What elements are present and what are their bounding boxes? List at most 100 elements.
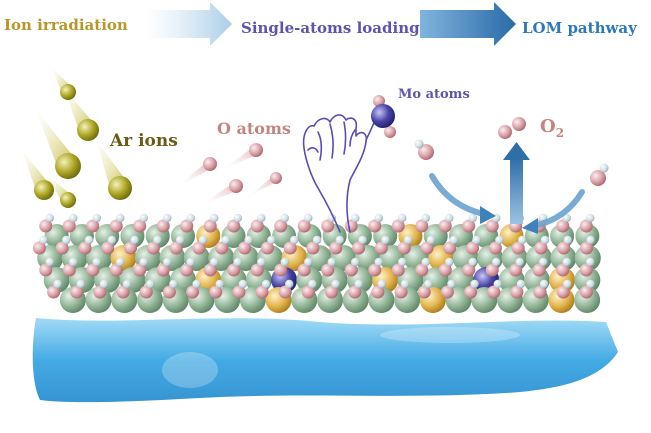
lattice-o-atom — [438, 219, 452, 233]
h-atom — [163, 257, 172, 267]
h-atom — [92, 213, 101, 223]
h-atom — [421, 213, 430, 223]
lattice-o-atom — [321, 263, 335, 277]
lattice-o-atom — [227, 263, 241, 277]
lattice-o-atom — [348, 285, 362, 299]
lattice-o-atom — [124, 241, 138, 255]
h-atom — [92, 257, 101, 267]
h-atom — [492, 257, 501, 267]
lattice-o-atom — [352, 241, 366, 255]
lattice-o-atom — [203, 263, 217, 277]
lattice-o-atom — [250, 219, 264, 233]
h-atom — [351, 213, 360, 223]
lattice-o-atom — [579, 285, 593, 299]
lattice-o-atom — [417, 285, 431, 299]
lattice-o-atom — [86, 263, 100, 277]
h-atom — [261, 279, 271, 289]
lattice-o-atom — [368, 219, 382, 233]
h-atom — [472, 235, 481, 245]
lattice-o-atom — [440, 285, 454, 299]
lattice-o-atom — [466, 241, 480, 255]
ar-ion — [64, 88, 99, 141]
h-atom — [163, 213, 172, 223]
electrolyte-water — [32, 318, 619, 403]
lattice-o-atom — [297, 263, 311, 277]
lattice-o-atom — [533, 285, 547, 299]
lattice-o-atom — [464, 285, 478, 299]
h-atom — [233, 257, 242, 267]
h-atom — [107, 235, 117, 245]
lattice-o-atom — [397, 241, 411, 255]
lattice-o-atom — [39, 219, 53, 233]
h-atom — [354, 279, 363, 289]
step-label-lom: LOM pathway — [522, 19, 638, 37]
incoming-o-atoms — [176, 143, 282, 206]
lattice-o-atom — [488, 241, 502, 255]
lattice-o-atom — [420, 241, 434, 255]
step-arrow-2 — [420, 2, 516, 46]
h-atom — [45, 213, 54, 223]
h-atom — [586, 257, 595, 267]
lattice-o-atom — [487, 285, 501, 299]
lattice-o-atom — [579, 263, 593, 277]
h-atom — [257, 257, 266, 267]
lattice-o-atom — [438, 263, 452, 277]
h-atom — [99, 279, 109, 289]
h-atom — [285, 279, 294, 289]
h-atom — [562, 257, 571, 267]
lattice-o-atom — [86, 219, 100, 233]
lattice-o-atom — [47, 285, 61, 299]
mo-atom — [371, 104, 395, 128]
h-atom — [69, 257, 78, 267]
h-atom — [69, 213, 78, 223]
h-atom — [290, 235, 299, 245]
h-atom — [198, 235, 208, 245]
process-header: Ion irradiation Single-atoms loading LOM… — [4, 2, 638, 46]
h-atom — [381, 235, 390, 245]
h-atom — [374, 213, 383, 223]
h-atom — [586, 279, 595, 289]
lattice-o-atom — [329, 241, 343, 255]
h-atom — [176, 235, 185, 245]
o-atom — [384, 126, 396, 138]
h-atom — [186, 213, 195, 223]
lom-arrows — [429, 142, 585, 234]
h-atom — [280, 213, 289, 223]
h-atom — [586, 213, 595, 223]
lattice-o-atom — [301, 285, 315, 299]
h-atom — [280, 257, 289, 267]
h-atom — [447, 279, 456, 289]
h-atom — [186, 257, 195, 267]
lattice-o-atom — [306, 241, 320, 255]
h-atom — [470, 279, 479, 289]
lattice-o-atom — [344, 263, 358, 277]
lattice-o-atom — [156, 263, 170, 277]
h-atom — [563, 279, 572, 289]
h-atom — [331, 279, 340, 289]
h-atom — [493, 279, 502, 289]
lattice-o-atom — [274, 263, 288, 277]
h-atom — [146, 279, 155, 289]
h-atom — [398, 213, 407, 223]
lattice-o-atom — [250, 263, 264, 277]
lattice-o-atom — [485, 263, 499, 277]
h-atom — [210, 257, 219, 267]
lattice-o-atom — [415, 219, 429, 233]
h-atom — [516, 279, 526, 289]
h-atom — [39, 235, 48, 245]
h-atom — [351, 257, 360, 267]
lattice-o-atom — [186, 285, 200, 299]
h-atom — [426, 235, 436, 245]
water-highlight — [380, 327, 520, 343]
lattice-o-atom — [485, 219, 499, 233]
lattice-o-atom — [180, 219, 194, 233]
lattice-o-atom — [203, 219, 217, 233]
lattice-o-atom — [146, 241, 160, 255]
ar-ion — [52, 68, 76, 100]
h-atom — [304, 257, 313, 267]
step-label-single-atoms: Single-atoms loading — [241, 19, 420, 37]
h-atom — [308, 279, 317, 289]
o-atom — [373, 95, 385, 107]
h-atom — [424, 279, 433, 289]
